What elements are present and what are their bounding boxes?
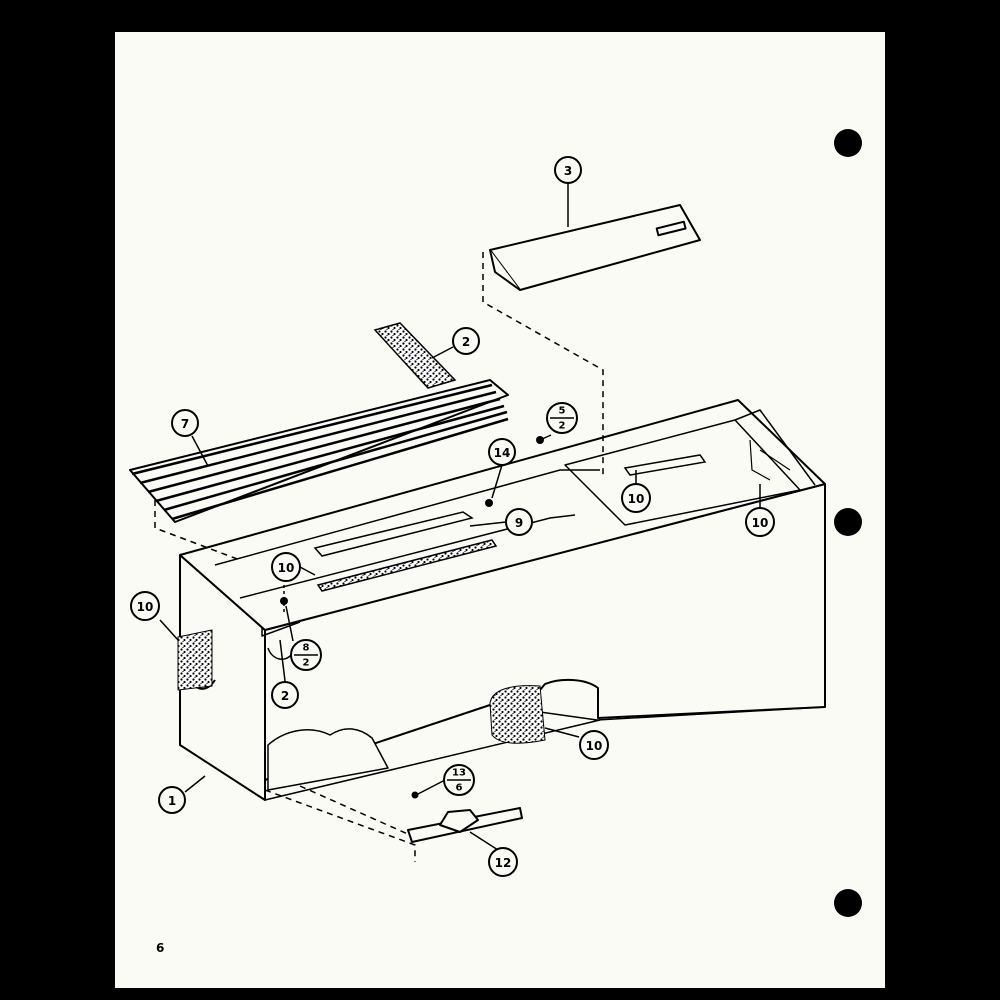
fraction-mid-denominator: 2 — [303, 658, 310, 669]
callout-14: 14 — [494, 446, 511, 460]
binder-hole-bottom — [834, 889, 862, 917]
callout-2-left: 2 — [281, 689, 289, 703]
fraction-bottom-denominator: 6 — [456, 783, 463, 794]
leader-lines — [159, 183, 761, 851]
callout-10-right-b: 10 — [752, 516, 769, 530]
page-number: 6 — [156, 941, 164, 955]
binder-hole-top — [834, 129, 862, 157]
callout-10-left: 10 — [137, 600, 154, 614]
binder-hole-middle — [834, 508, 862, 536]
callout-7: 7 — [181, 417, 189, 431]
control-panel-slots — [313, 454, 707, 592]
callout-bubbles — [130, 156, 775, 877]
callout-10-inner: 10 — [278, 561, 295, 575]
callout-12: 12 — [495, 856, 512, 870]
insulation-front — [489, 685, 546, 744]
foam-gasket-part-2 — [373, 322, 457, 389]
fraction-bars — [294, 417, 574, 781]
callout-3: 3 — [564, 164, 572, 178]
bracket-part-12 — [407, 807, 523, 843]
assembly-lines — [154, 252, 604, 862]
screw-14 — [485, 499, 493, 507]
callout-2-top: 2 — [462, 335, 470, 349]
fraction-mid-numerator: 8 — [303, 643, 310, 654]
insulation-left — [177, 629, 213, 691]
fraction-bottom-numerator: 13 — [452, 768, 466, 779]
bracket-screw — [411, 791, 419, 799]
callout-1: 1 — [168, 794, 176, 808]
fraction-top-numerator: 5 — [559, 406, 566, 417]
fraction-top-denominator: 2 — [559, 421, 566, 432]
callout-10-bottom: 10 — [586, 739, 603, 753]
discharge-grille-part-7 — [129, 379, 509, 523]
access-door-part-3 — [489, 204, 701, 291]
panel-screw — [280, 597, 288, 605]
callout-10-right-a: 10 — [628, 492, 645, 506]
callout-9: 9 — [515, 516, 523, 530]
